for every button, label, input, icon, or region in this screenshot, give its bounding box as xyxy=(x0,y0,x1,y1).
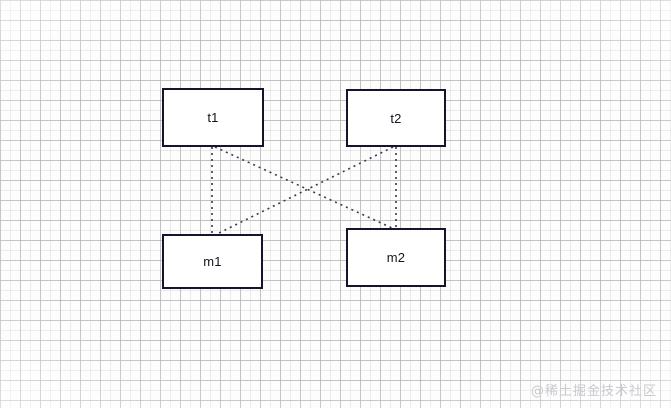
node-t1-label: t1 xyxy=(207,110,219,125)
node-t2-label: t2 xyxy=(390,110,402,126)
node-m2-label: m2 xyxy=(386,250,406,265)
node-m1-label: m1 xyxy=(203,254,222,269)
node-t1[interactable]: t1 xyxy=(162,88,264,147)
node-m1[interactable]: m1 xyxy=(162,234,263,289)
edge-t1-m2 xyxy=(214,146,393,229)
watermark: @稀土掘金技术社区 xyxy=(530,384,657,399)
node-m2[interactable]: m2 xyxy=(346,228,446,287)
edge-t2-m1 xyxy=(216,146,394,235)
node-t2[interactable]: t2 xyxy=(346,89,446,147)
